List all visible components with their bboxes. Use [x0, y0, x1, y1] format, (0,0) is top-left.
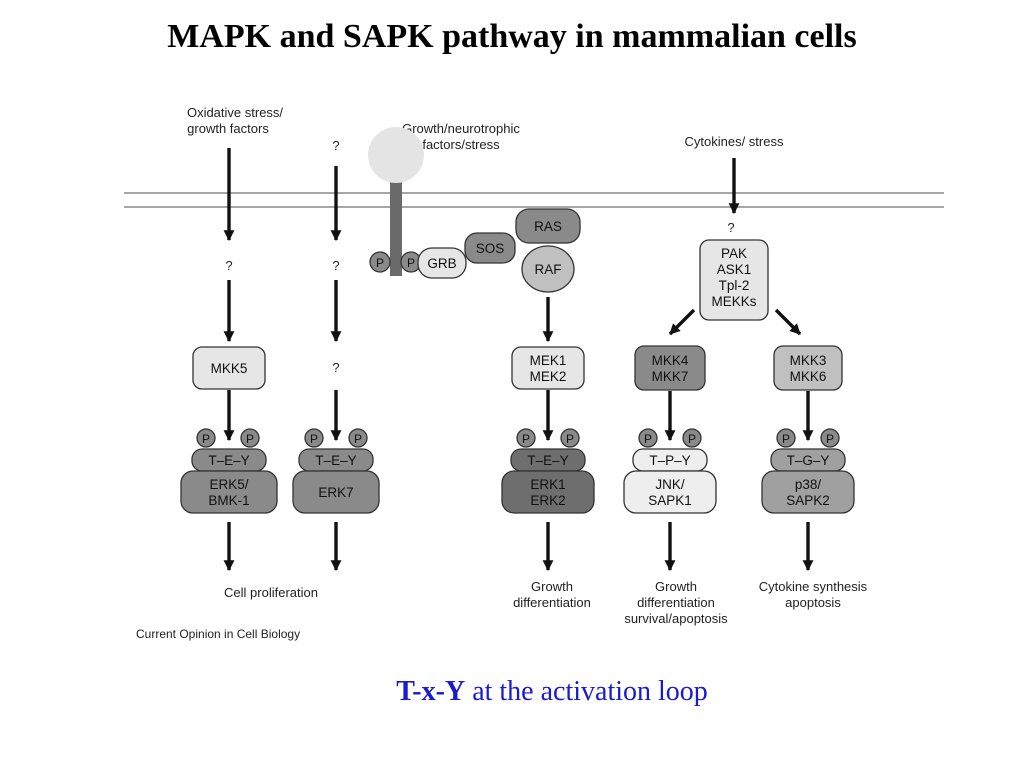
svg-text:P: P — [688, 432, 696, 446]
erk7-motif: T–E–Y — [315, 453, 356, 468]
mkk5-label: MKK5 — [211, 361, 248, 376]
svg-text:P: P — [310, 432, 318, 446]
svg-text:GRB: GRB — [427, 256, 456, 271]
svg-text:PAK: PAK — [721, 246, 747, 261]
unknown-mapkkk-erk5: ? — [225, 258, 232, 273]
svg-text:ERK7: ERK7 — [318, 485, 353, 500]
outcome-proliferation: Cell proliferation — [224, 585, 318, 600]
svg-text:Tpl-2: Tpl-2 — [719, 278, 750, 293]
svg-text:ERK5/: ERK5/ — [209, 477, 248, 492]
svg-text:ERK2: ERK2 — [530, 493, 565, 508]
stimulus-oxidative-line1: Oxidative stress/ — [187, 105, 283, 120]
svg-text:MEK2: MEK2 — [530, 369, 567, 384]
outcome-cytokine-2: apoptosis — [785, 595, 841, 610]
jnk-complex: P P T–P–Y JNK/ SAPK1 — [623, 428, 717, 514]
svg-text:P: P — [376, 256, 384, 270]
svg-text:SOS: SOS — [476, 241, 505, 256]
svg-text:P: P — [202, 432, 210, 446]
svg-text:P: P — [566, 432, 574, 446]
svg-text:MEK1: MEK1 — [530, 353, 567, 368]
mkk47-node: MKK4 MKK7 — [634, 345, 706, 391]
svg-text:P: P — [644, 432, 652, 446]
mek-node: MEK1 MEK2 — [511, 346, 585, 390]
svg-text:ERK1: ERK1 — [530, 477, 565, 492]
caption-motif: T-x-Y — [396, 676, 466, 707]
stimulus-growth-line1: Growth/neurotrophic — [402, 121, 520, 136]
svg-text:BMK-1: BMK-1 — [208, 493, 249, 508]
source-credit: Current Opinion in Cell Biology — [136, 627, 300, 641]
outcome-cytokine-1: Cytokine synthesis — [759, 579, 868, 594]
receptor — [368, 127, 424, 276]
svg-text:P: P — [782, 432, 790, 446]
unknown-mapkkk-erk7: ? — [332, 258, 339, 273]
stimulus-oxidative-line2: growth factors — [187, 121, 269, 136]
svg-text:MKK7: MKK7 — [652, 369, 689, 384]
raf-node: RAF — [521, 245, 575, 293]
page-title: MAPK and SAPK pathway in mammalian cells — [167, 18, 857, 55]
svg-text:MKK3: MKK3 — [790, 353, 827, 368]
erk5-complex: P P T–E–Y ERK5/ BMK-1 — [180, 428, 278, 514]
svg-text:P: P — [407, 256, 415, 270]
unknown-mapkk-erk7: ? — [332, 360, 339, 375]
svg-text:P: P — [246, 432, 254, 446]
caption: T-x-Y at the activation loop — [0, 676, 1024, 708]
stimulus-growth-line2: factors/stress — [422, 137, 500, 152]
mkk5-node: MKK5 — [192, 346, 266, 390]
stimulus-cytokines: Cytokines/ stress — [685, 134, 784, 149]
outcome-jnk-1: Growth — [655, 579, 697, 594]
svg-text:P: P — [522, 432, 530, 446]
svg-text:SAPK1: SAPK1 — [648, 493, 692, 508]
ras-node: RAS — [515, 208, 581, 244]
svg-text:p38/: p38/ — [795, 477, 822, 492]
arrow-mapkkk-to-mkk36 — [774, 308, 802, 336]
unknown-cytokine-receptor: ? — [727, 220, 734, 235]
outcome-growth-1: Growth — [531, 579, 573, 594]
caption-rest: at the activation loop — [465, 676, 708, 707]
erk7-complex: P P T–E–Y ERK7 — [292, 428, 380, 514]
mkk36-node: MKK3 MKK6 — [773, 345, 843, 391]
svg-text:MKK4: MKK4 — [652, 353, 689, 368]
p38-complex: P P T–G–Y p38/ SAPK2 — [761, 428, 855, 514]
grb-node: GRB — [417, 247, 467, 279]
cell-membrane — [124, 192, 944, 208]
arrow-mapkkk-to-mkk47 — [668, 308, 696, 336]
erk5-motif: T–E–Y — [208, 453, 249, 468]
phospho-receptor-1: P — [369, 251, 391, 273]
svg-text:JNK/: JNK/ — [655, 477, 685, 492]
svg-text:ASK1: ASK1 — [717, 262, 752, 277]
svg-text:P: P — [354, 432, 362, 446]
svg-text:SAPK2: SAPK2 — [786, 493, 830, 508]
p38-motif: T–G–Y — [787, 453, 830, 468]
outcome-jnk-3: survival/apoptosis — [624, 611, 728, 626]
mapkkk-node: PAK ASK1 Tpl-2 MEKKs — [699, 239, 769, 321]
svg-text:RAF: RAF — [535, 262, 562, 277]
jnk-motif: T–P–Y — [649, 453, 690, 468]
svg-text:P: P — [826, 432, 834, 446]
svg-text:MEKKs: MEKKs — [711, 294, 756, 309]
erk12-motif: T–E–Y — [527, 453, 568, 468]
unknown-stimulus-erk7: ? — [332, 138, 339, 153]
outcome-growth-2: differentiation — [513, 595, 591, 610]
svg-text:MKK6: MKK6 — [790, 369, 827, 384]
svg-text:RAS: RAS — [534, 219, 562, 234]
erk12-complex: P P T–E–Y ERK1 ERK2 — [501, 428, 595, 514]
sos-node: SOS — [464, 232, 516, 264]
outcome-jnk-2: differentiation — [637, 595, 715, 610]
